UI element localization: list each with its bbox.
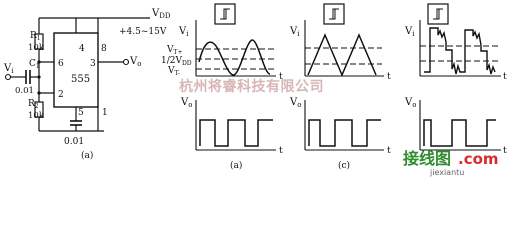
logo-green-text: 接线图 <box>403 149 451 168</box>
input-terminal <box>4 73 12 81</box>
output-terminal <box>122 58 130 66</box>
panel-c-input-waveform <box>307 33 377 77</box>
logo-red-text: .com <box>458 150 499 168</box>
panel-a-output-waveform <box>199 119 273 147</box>
pin-1-label: 1 <box>102 108 108 118</box>
diagram-canvas: 555 4 8 6 3 2 5 1 VDD +4.5~15V Vo <box>3 3 507 177</box>
panel-d-output-waveform <box>423 119 496 147</box>
panel-a-t-bottom: t <box>279 146 283 156</box>
panel-d-t-bottom: t <box>503 146 507 156</box>
panel-a-vtplus-label: VT+ <box>166 45 183 56</box>
pin-4-label: 4 <box>79 44 85 54</box>
panel-c-output-waveform <box>308 119 381 147</box>
logo-small-text: jiexiantu <box>429 168 464 177</box>
panel-c-vo-label: Vo <box>289 97 301 109</box>
site-logo: 接线图 .com jiexiantu <box>403 149 499 177</box>
vdd-label: VDD <box>151 8 171 20</box>
panel-a-vtminus-label: VT- <box>167 66 180 77</box>
r1-label: R1 <box>30 31 41 42</box>
vi-label: Vi <box>3 63 14 75</box>
diagram-svg: 555 4 8 6 3 2 5 1 VDD +4.5~15V Vo <box>3 3 507 177</box>
panel-a-vi-label: Vi <box>178 26 189 38</box>
panel-d-vo-label: Vo <box>404 97 416 109</box>
c1-value: 0.01 <box>15 86 34 96</box>
pin-2-label: 2 <box>58 90 64 100</box>
hysteresis-icon-a <box>220 8 230 20</box>
panel-c-group: Vi Vo t t (c) <box>289 3 391 171</box>
r2-value: 10k <box>28 111 45 121</box>
c1-node-dot <box>37 75 41 79</box>
watermark-text: 杭州将睿科技有限公司 <box>179 78 324 95</box>
panel-d-t-top: t <box>503 72 507 82</box>
pin-5-label: 5 <box>78 108 84 118</box>
schmitt-symbol-a <box>214 3 236 25</box>
panel-c-t-top: t <box>387 72 391 82</box>
panel-a-vo-label: Vo <box>180 97 192 109</box>
circuit-group: 555 4 8 6 3 2 5 1 VDD +4.5~15V Vo <box>3 8 171 161</box>
hysteresis-icon-d <box>433 8 443 20</box>
pin-2-node-dot <box>37 91 41 95</box>
chip-label: 555 <box>71 74 90 85</box>
pin-6-node-dot <box>37 60 41 64</box>
circuit-caption: (a) <box>81 150 93 161</box>
bottom-cap-value: 0.01 <box>64 137 84 147</box>
panel-a-half-vdd-label: 1/2VDD <box>161 56 192 67</box>
c1-label: C1 <box>29 59 40 70</box>
panel-a-group: Vi VT+ 1/2VDD VT- Vo t t (a) <box>161 3 283 171</box>
panel-a-caption: (a) <box>230 160 242 171</box>
pin-6-label: 6 <box>58 59 64 69</box>
panel-c-caption: (c) <box>338 160 350 171</box>
panel-c-t-bottom: t <box>387 146 391 156</box>
supply-range-label: +4.5~15V <box>119 27 167 37</box>
panel-d-group: Vi Vo t t <box>404 3 507 156</box>
schmitt-symbol-c <box>323 3 345 25</box>
r1-resistor <box>34 33 44 50</box>
panel-a-input-waveform <box>198 39 271 76</box>
panel-a-t-top: t <box>279 72 283 82</box>
panel-d-input-waveform <box>424 27 496 75</box>
pin-8-label: 8 <box>101 44 107 54</box>
vo-label: Vo <box>129 56 141 68</box>
panel-c-vi-label: Vi <box>289 26 300 38</box>
r2-label: R2 <box>28 99 39 110</box>
r1-value: 10k <box>28 43 45 53</box>
panel-d-vi-label: Vi <box>404 26 415 38</box>
schmitt-symbol-d <box>427 3 449 25</box>
hysteresis-icon-c <box>329 8 339 20</box>
pin-3-label: 3 <box>90 59 96 69</box>
